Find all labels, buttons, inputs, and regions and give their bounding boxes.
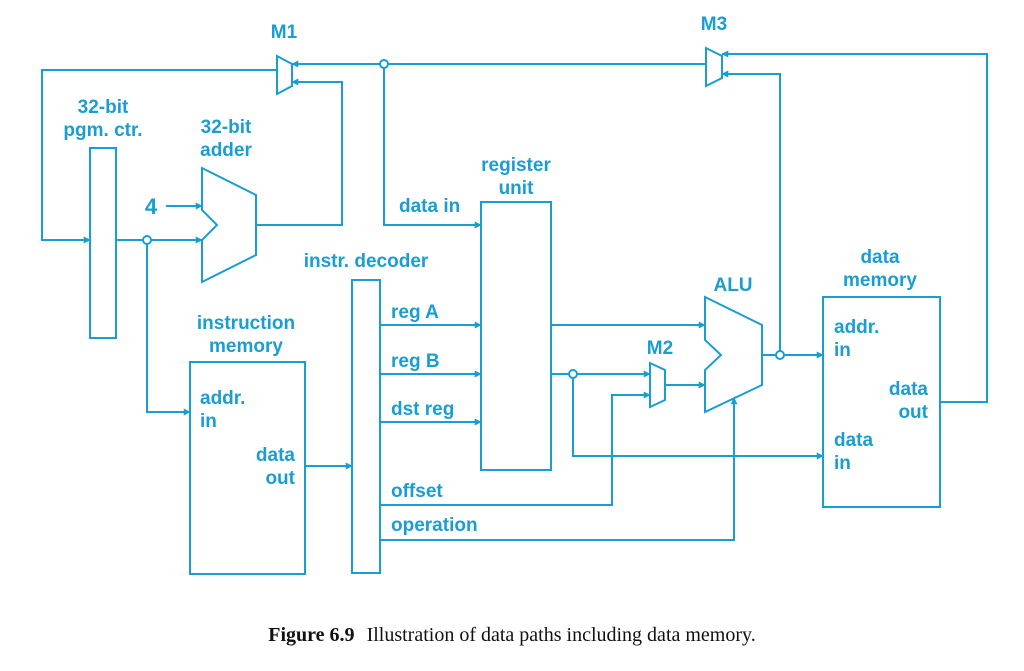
operation-to-alu-wire [380, 397, 738, 541]
instruction-memory-label-line1: instruction [197, 313, 295, 334]
m2-label: M2 [647, 338, 673, 359]
dmem-data-out-label-line2: out [898, 402, 928, 423]
dmem-addr-label-line1: addr. [834, 317, 879, 338]
adder-block [201, 166, 257, 284]
m1-to-pc-wire [41, 69, 277, 244]
pc-to-imem-wire [146, 240, 191, 416]
instr-decoder-label: instr. decoder [304, 251, 429, 272]
imem-addr-label-line2: in [200, 411, 217, 432]
reg-a-label: reg A [391, 302, 439, 323]
imem-data-out-label-line1: data [256, 445, 296, 466]
caption-label: Figure 6.9 [268, 624, 354, 646]
caption-text: Illustration of data paths including dat… [367, 624, 756, 646]
m1-mux [276, 54, 293, 96]
junction-writeback [379, 59, 389, 69]
pc-label-line2: pgm. ctr. [63, 120, 142, 141]
data-memory-label-line2: memory [843, 270, 917, 291]
dmem-addr-label-line2: in [834, 340, 851, 361]
dmem-data-out-label-line1: data [889, 379, 929, 400]
m1-label: M1 [271, 22, 298, 43]
dmem-data-in-label-line1: data [834, 430, 874, 451]
reg-b-label: reg B [391, 351, 440, 372]
register-unit-block [480, 201, 552, 471]
m2-mux [649, 361, 666, 409]
dmem-to-m3-wire [721, 50, 988, 403]
instr-decoder-block [351, 279, 381, 574]
m3-mux [705, 46, 723, 88]
program-counter-block [89, 147, 117, 339]
alu-block [704, 295, 763, 414]
operation-label: operation [391, 515, 478, 536]
m3-label: M3 [701, 14, 727, 35]
instruction-memory-block [189, 361, 306, 575]
writeback-to-reg-wire [383, 64, 482, 229]
figure-caption: Figure 6.9 Illustration of data paths in… [268, 624, 755, 646]
alu-to-m3-wire [721, 70, 781, 355]
data-memory-block [822, 296, 941, 508]
reg-b-to-dmem-wire [572, 374, 824, 460]
pc-label-line1: 32-bit [78, 97, 129, 118]
register-unit-label-line1: register [481, 155, 551, 176]
junction-pc [142, 235, 152, 245]
imem-data-out-label-line2: out [265, 468, 295, 489]
alu-label: ALU [713, 275, 752, 296]
offset-to-m2-wire [380, 391, 651, 506]
reg-data-in-label: data in [399, 196, 460, 217]
adder-label-line2: adder [200, 140, 252, 161]
adder-label-line1: 32-bit [201, 117, 252, 138]
offset-label: offset [391, 481, 443, 502]
dmem-data-in-label-line2: in [834, 453, 851, 474]
junction-reg-b [568, 369, 578, 379]
adder-to-m1-wire [256, 78, 343, 226]
junction-alu-out [775, 350, 785, 360]
constant-four-label: 4 [145, 194, 158, 219]
data-memory-label-line1: data [860, 247, 900, 268]
register-unit-label-line2: unit [499, 178, 534, 199]
dst-reg-label: dst reg [391, 399, 454, 420]
instruction-memory-label-line2: memory [209, 336, 283, 357]
imem-addr-label-line1: addr. [200, 388, 245, 409]
